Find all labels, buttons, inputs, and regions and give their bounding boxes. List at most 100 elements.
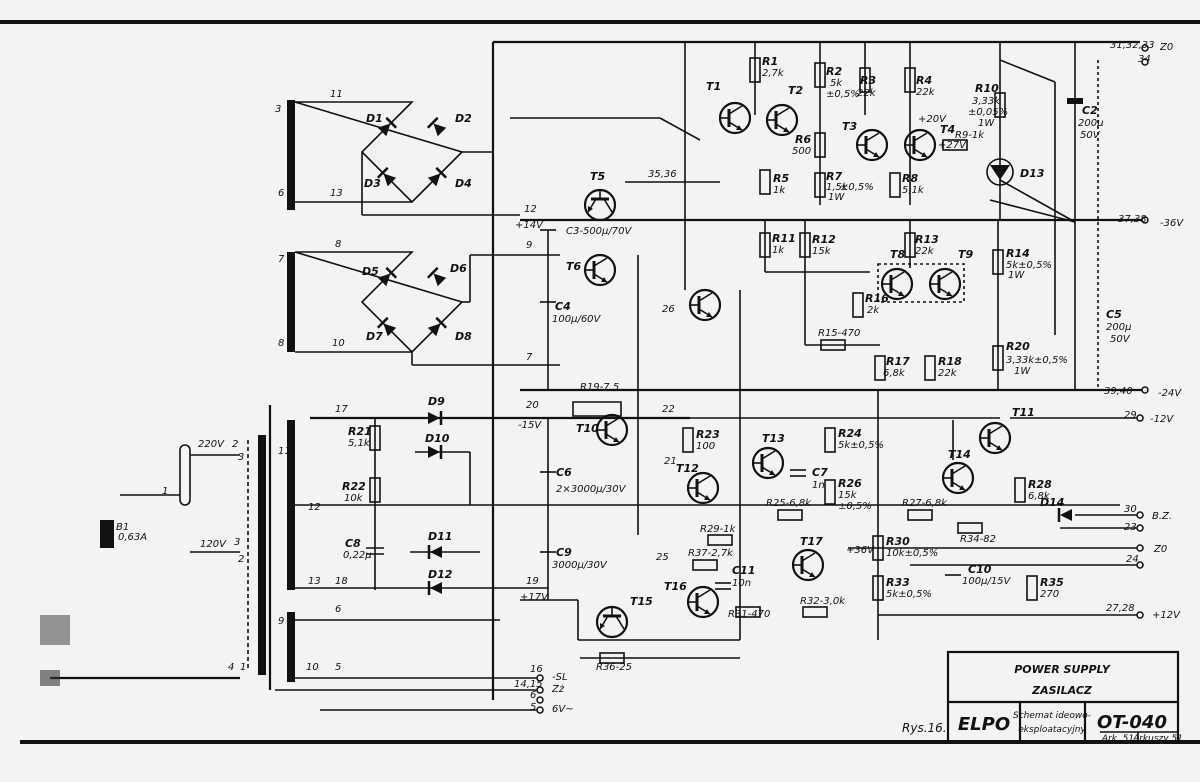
component-label: T2 — [788, 84, 804, 97]
component-label: 26 — [662, 304, 675, 315]
component-label: 0,22μ — [343, 550, 372, 561]
component-label: R36-25 — [596, 662, 632, 673]
component-label: R7 — [826, 170, 842, 183]
component-label: 9 — [278, 616, 284, 627]
component-label: 10k±0,5% — [886, 548, 938, 559]
component-label: D13 — [1020, 167, 1045, 180]
component-label: 8 — [278, 338, 284, 349]
component-label: 1k — [772, 245, 785, 256]
component-label: 1n — [812, 480, 825, 491]
component-label: 10n — [732, 578, 751, 589]
component-label: R26 — [838, 477, 862, 490]
component-label: 5,1k — [348, 438, 371, 449]
component-label: C11 — [732, 564, 755, 577]
component-label: 7 — [278, 254, 285, 265]
component-label: R9-1k — [955, 130, 985, 141]
resistor-r16-icon — [852, 292, 864, 318]
component-label: 1W — [1008, 270, 1025, 281]
transistor-t11-icon — [978, 421, 1012, 455]
component-label: R2 — [826, 65, 842, 78]
component-label: 12 — [308, 502, 321, 513]
component-label: D8 — [455, 330, 472, 343]
component-label: 100 — [696, 441, 715, 452]
transistor-t7-icon — [688, 288, 722, 322]
component-label: 12 — [524, 204, 537, 215]
transistor-t15-icon — [595, 605, 629, 639]
component-label: 15k — [812, 246, 832, 257]
component-label: B1 — [116, 522, 129, 533]
component-label: R17 — [886, 355, 910, 368]
component-label: 34 — [1138, 54, 1151, 65]
component-label: C4 — [555, 300, 571, 313]
component-label: +20V — [918, 114, 947, 125]
component-label: -36V — [1160, 218, 1184, 229]
transistor-t4-icon — [903, 128, 937, 162]
transistor-t6-icon — [583, 253, 617, 287]
component-label: 500 — [792, 146, 811, 157]
resistor-r32-icon — [802, 606, 828, 618]
component-label: C2 — [1082, 104, 1098, 117]
resistor-r5-icon — [759, 169, 771, 195]
component-label: T4 — [940, 123, 955, 136]
component-label: T1 — [706, 80, 721, 93]
component-label: 5,1k — [902, 185, 925, 196]
component-label: 16 — [530, 664, 543, 675]
component-label: R32-3,0k — [800, 596, 846, 607]
component-label: 3,33k±0,5% — [1006, 355, 1068, 366]
component-label: 10 — [332, 338, 345, 349]
component-label: 10 — [306, 662, 319, 673]
component-label: 5 — [530, 702, 536, 713]
component-label: 6 — [278, 188, 284, 199]
component-label: 50V — [1110, 334, 1131, 345]
resistor-r24-icon — [824, 427, 836, 453]
transistor-t10-icon — [595, 413, 629, 447]
component-label: C3-500μ/70V — [566, 226, 632, 237]
component-label: R23 — [696, 428, 720, 441]
component-label: 2×3000μ/30V — [556, 484, 627, 495]
component-label: 37,38 — [1118, 214, 1147, 225]
component-label: R16 — [865, 292, 889, 305]
component-label: 30 — [1124, 504, 1137, 515]
title-block — [946, 650, 1180, 744]
component-label: R34-82 — [960, 534, 996, 545]
component-label: T16 — [664, 580, 687, 593]
component-label: Zż — [551, 684, 565, 695]
component-label: D3 — [364, 177, 381, 190]
schema-label-1: Schemat ideowo- — [1013, 711, 1091, 721]
component-label: 8 — [335, 239, 341, 250]
component-label: 35,36 — [648, 169, 677, 180]
component-label: 5k — [830, 78, 843, 89]
winding-2-icon — [287, 252, 295, 352]
diode-d6-icon — [426, 266, 449, 289]
component-label: R33 — [886, 576, 910, 589]
component-label: R11 — [772, 232, 796, 245]
component-label: R15-470 — [818, 328, 860, 339]
component-label: 200μ — [1106, 322, 1131, 333]
component-label: 5 — [335, 662, 341, 673]
component-label: +14V — [515, 220, 544, 231]
component-label: 18 — [335, 576, 348, 587]
component-label: ±0,5% — [840, 182, 874, 193]
component-label: R8 — [902, 172, 918, 185]
component-label: D12 — [428, 568, 453, 581]
component-label: D10 — [425, 432, 450, 445]
component-label: 2 — [238, 554, 244, 565]
component-label: R24 — [838, 427, 862, 440]
component-label: 11 — [330, 89, 343, 100]
component-label: ±0,5% — [838, 501, 872, 512]
component-label: R12 — [812, 233, 836, 246]
resistor-r23-icon — [682, 427, 694, 453]
component-label: D4 — [455, 177, 472, 190]
transistor-t5-icon — [583, 188, 617, 222]
component-label: T3 — [842, 120, 858, 133]
component-label: 120V — [200, 539, 227, 550]
component-label: -SL — [552, 672, 568, 683]
component-label: R22 — [342, 480, 366, 493]
component-label: 1W — [978, 118, 995, 129]
component-label: C7 — [812, 466, 828, 479]
component-label: R37-2,7k — [688, 548, 734, 559]
resistor-r28-icon — [1014, 477, 1026, 503]
component-label: 29 — [1124, 410, 1137, 421]
component-label: T14 — [948, 448, 971, 461]
